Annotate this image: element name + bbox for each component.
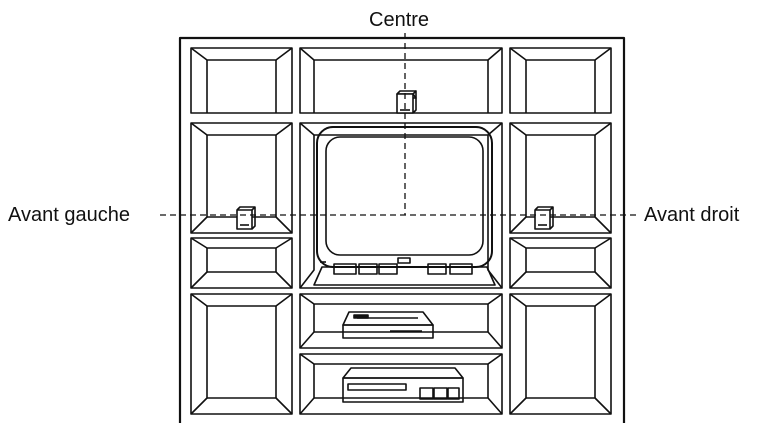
right-shelf-column [509, 47, 612, 415]
front-left-speaker [236, 206, 256, 230]
center-speaker [396, 90, 417, 114]
front-right-speaker [534, 206, 554, 230]
centre-label: Centre [369, 9, 430, 31]
front-left-label: Avant gauche [8, 204, 130, 226]
vcr [342, 367, 464, 403]
middle-shelf-column [299, 47, 503, 415]
front-right-label: Avant droit [644, 204, 740, 226]
speaker-guide-lines [160, 33, 640, 216]
wall-unit-shelving [178, 36, 626, 423]
left-shelf-column [190, 47, 293, 415]
disc-player [342, 311, 434, 339]
